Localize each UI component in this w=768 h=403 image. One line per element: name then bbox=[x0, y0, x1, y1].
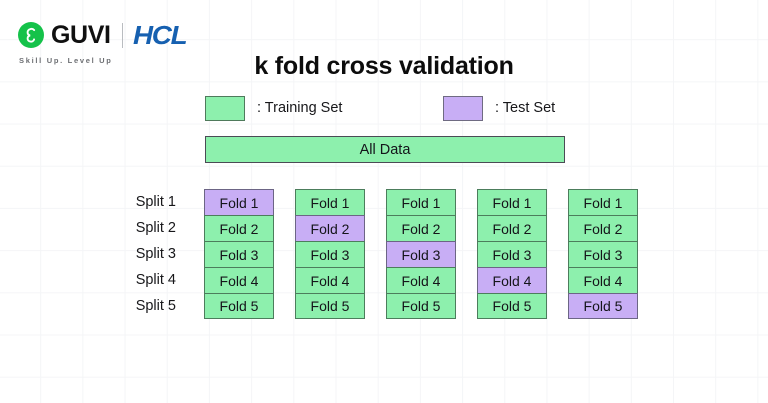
fold-cell: Fold 3 bbox=[477, 241, 547, 267]
split-label: Split 4 bbox=[135, 272, 176, 288]
legend-item-training: : Training Set bbox=[205, 95, 342, 121]
fold-cell: Fold 2 bbox=[295, 215, 365, 241]
brand-tagline: Skill Up. Level Up bbox=[19, 56, 113, 65]
hcl-wordmark: HCL bbox=[132, 20, 188, 50]
fold-cell: Fold 1 bbox=[386, 189, 456, 215]
split-label: Split 2 bbox=[135, 220, 176, 236]
fold-cell: Fold 5 bbox=[386, 293, 456, 319]
legend-item-test: : Test Set bbox=[443, 95, 555, 121]
split-label: Split 5 bbox=[135, 298, 176, 314]
fold-cell: Fold 3 bbox=[568, 241, 638, 267]
fold-cell: Fold 1 bbox=[295, 189, 365, 215]
split-label: Split 3 bbox=[135, 246, 176, 262]
fold-cell: Fold 5 bbox=[204, 293, 274, 319]
fold-cell: Fold 2 bbox=[477, 215, 547, 241]
all-data-bar: All Data bbox=[205, 136, 565, 163]
fold-cell: Fold 3 bbox=[295, 241, 365, 267]
fold-cell: Fold 4 bbox=[477, 267, 547, 293]
fold-cell: Fold 2 bbox=[204, 215, 274, 241]
fold-cell: Fold 4 bbox=[204, 267, 274, 293]
fold-cell: Fold 1 bbox=[477, 189, 547, 215]
fold-cell: Fold 2 bbox=[386, 215, 456, 241]
kfold-matrix: Split 1 Split 2 Split 3 Split 4 Split 5 … bbox=[118, 189, 648, 321]
brand-lockup: GUVI HCL Skill Up. Level Up bbox=[18, 20, 187, 65]
legend-label-training: : Training Set bbox=[257, 100, 343, 116]
fold-cell: Fold 5 bbox=[477, 293, 547, 319]
fold-cell: Fold 5 bbox=[295, 293, 365, 319]
legend-label-test: : Test Set bbox=[495, 100, 556, 116]
fold-cell: Fold 1 bbox=[204, 189, 274, 215]
fold-cell: Fold 1 bbox=[568, 189, 638, 215]
brand-divider bbox=[121, 22, 123, 48]
split-label: Split 1 bbox=[135, 194, 176, 210]
fold-cell: Fold 3 bbox=[204, 241, 274, 267]
guvi-g-icon bbox=[18, 22, 44, 48]
brand-row: GUVI HCL bbox=[18, 20, 187, 50]
fold-cell: Fold 4 bbox=[568, 267, 638, 293]
fold-cell: Fold 4 bbox=[386, 267, 456, 293]
fold-cell: Fold 5 bbox=[568, 293, 638, 319]
fold-cell: Fold 2 bbox=[568, 215, 638, 241]
fold-cell: Fold 3 bbox=[386, 241, 456, 267]
page-title: k fold cross validation bbox=[254, 52, 514, 80]
legend-swatch-training bbox=[205, 95, 245, 121]
guvi-wordmark: GUVI bbox=[51, 21, 111, 49]
legend-swatch-test bbox=[443, 95, 483, 121]
split-label-column: Split 1 Split 2 Split 3 Split 4 Split 5 bbox=[118, 189, 176, 319]
legend: : Training Set : Test Set bbox=[205, 95, 605, 121]
fold-cell: Fold 4 bbox=[295, 267, 365, 293]
